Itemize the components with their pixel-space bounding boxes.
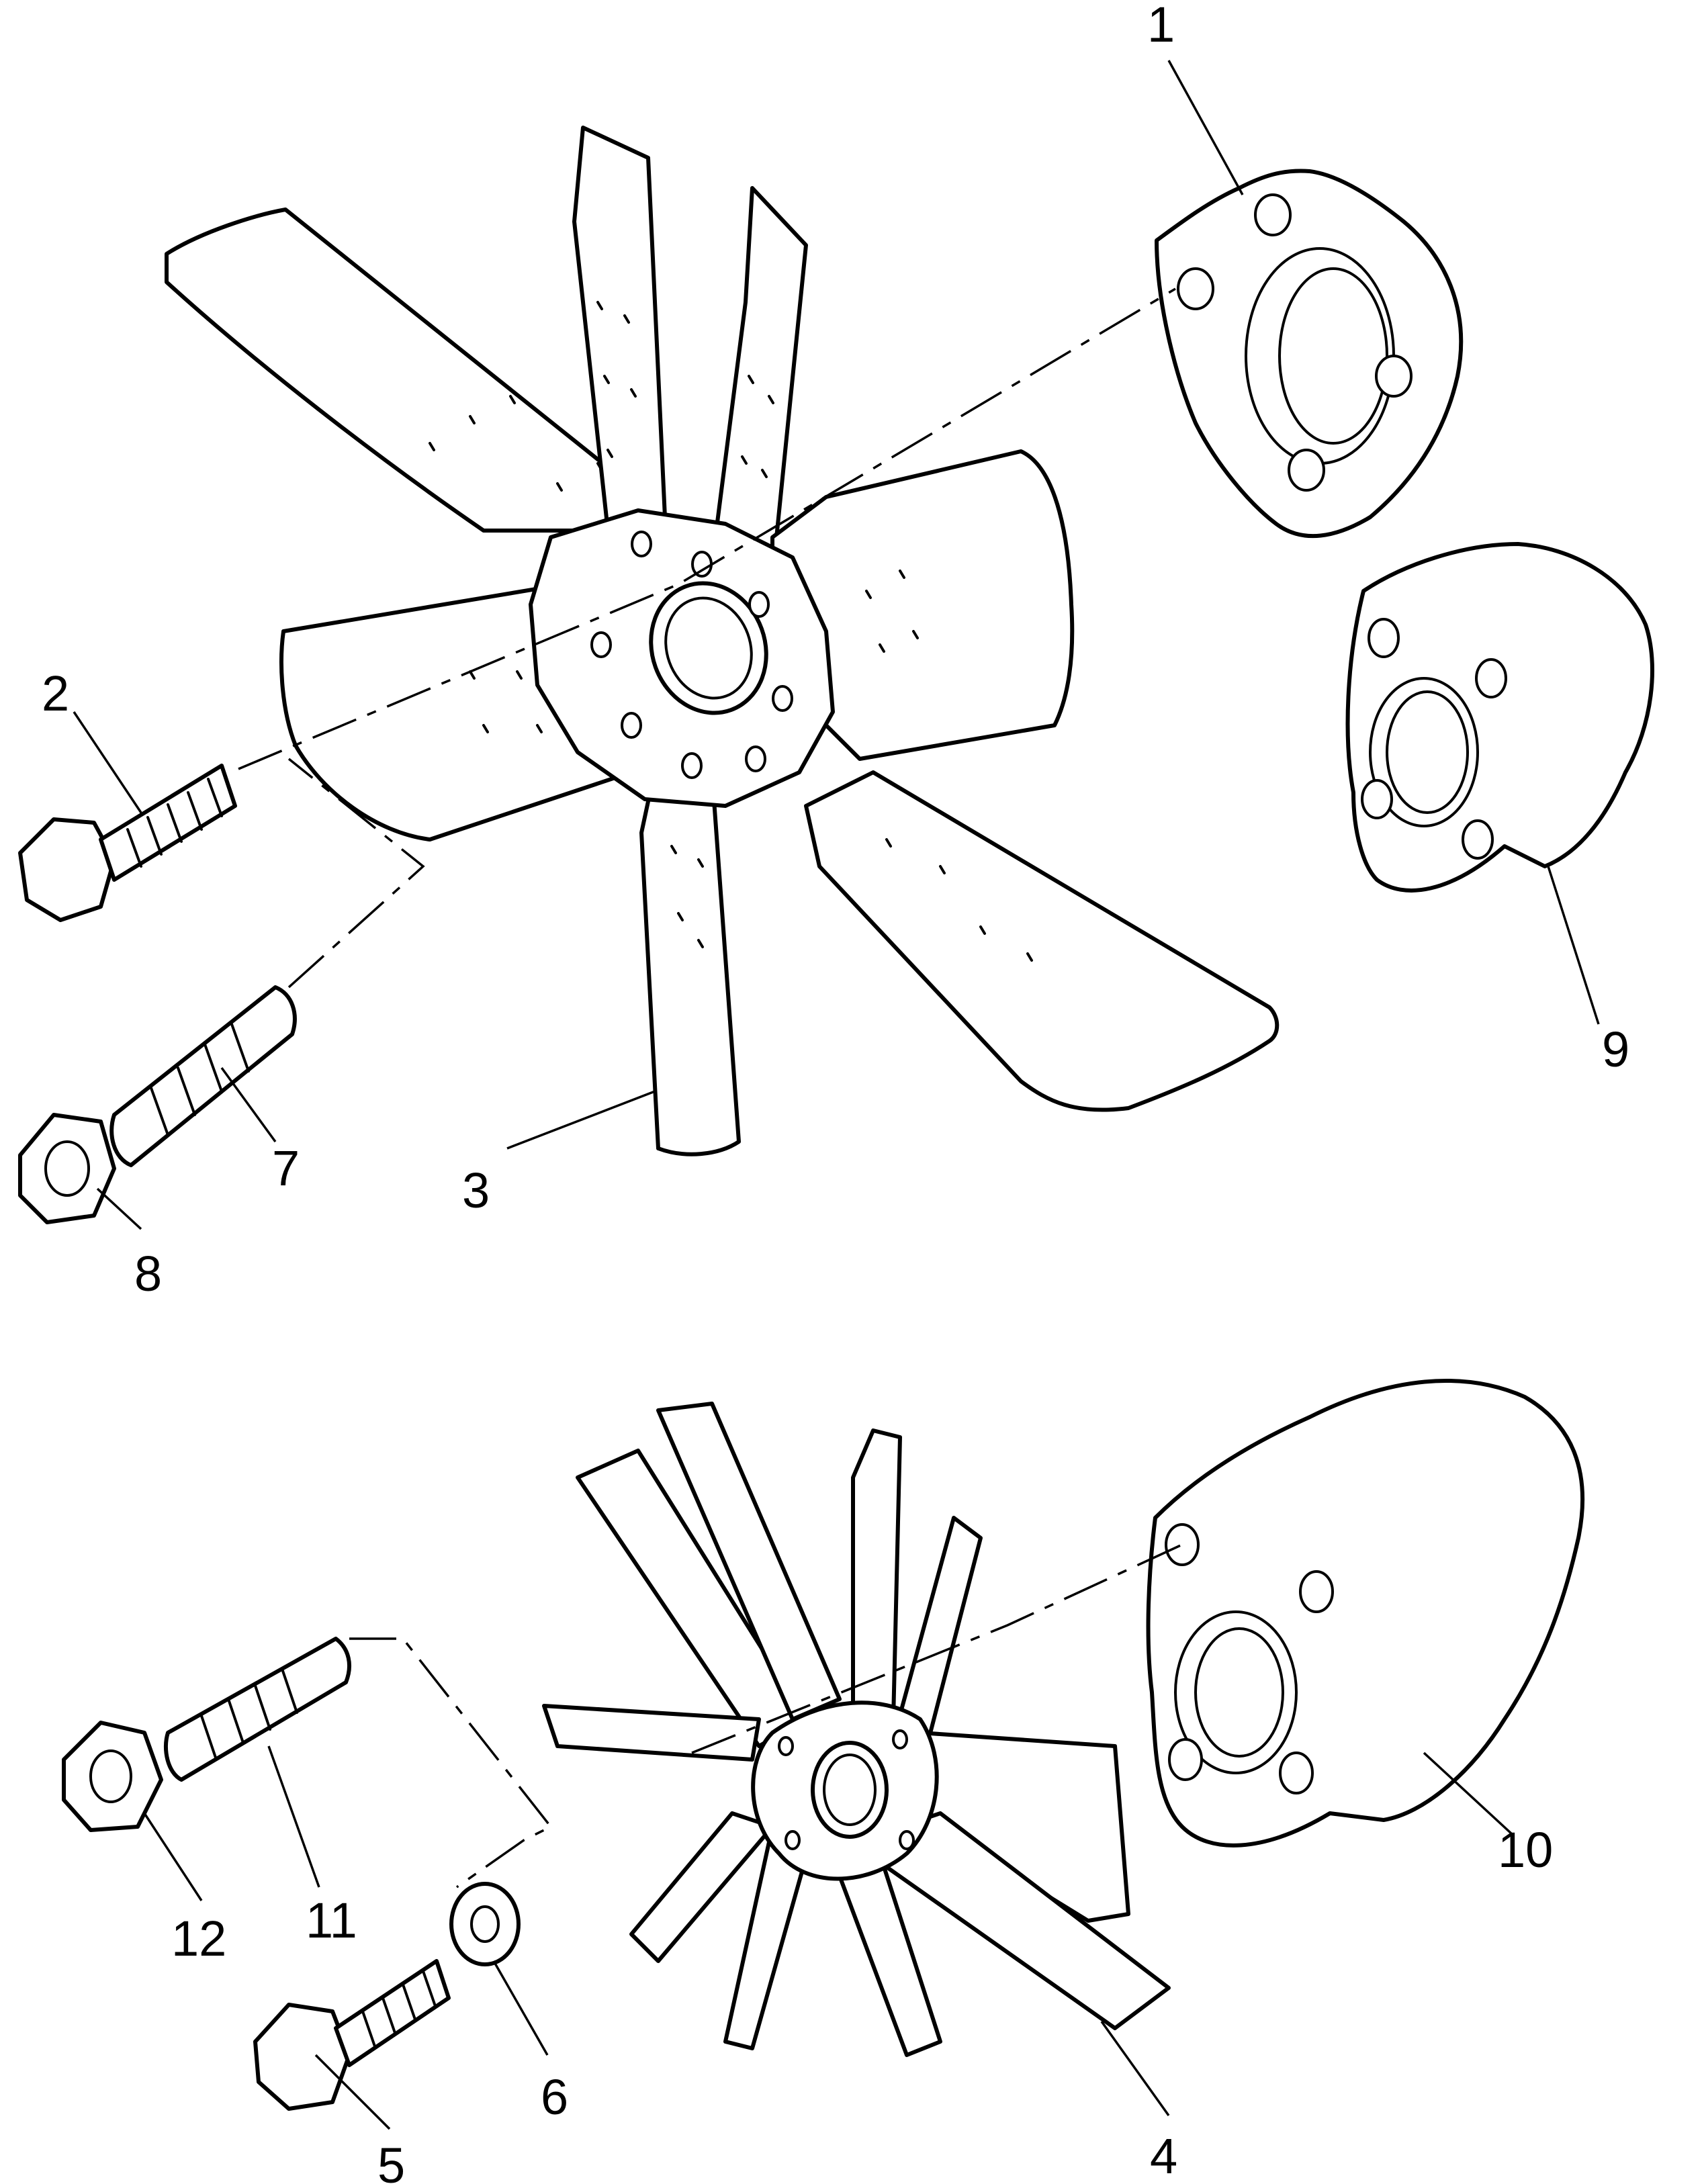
leader-11 — [267, 1745, 320, 1888]
spacer-long — [1146, 1379, 1584, 1848]
leader-4 — [1100, 2020, 1170, 2117]
leader-8 — [96, 1187, 142, 1230]
flange-nut-top — [18, 1113, 116, 1224]
center-line-top-2 — [287, 758, 425, 989]
leader-12 — [143, 1813, 203, 1901]
center-line-bottom-2 — [349, 1637, 553, 1889]
callout-8: 8 — [134, 1246, 162, 1302]
leader-2 — [73, 711, 142, 813]
flange-nut-bottom — [62, 1721, 163, 1832]
callout-11: 11 — [306, 1893, 357, 1948]
callout-10: 10 — [1498, 1822, 1553, 1878]
callout-5: 5 — [377, 2138, 405, 2184]
callout-6: 6 — [541, 2069, 568, 2125]
callout-4: 4 — [1150, 2128, 1177, 2184]
stud-top — [109, 985, 297, 1167]
callout-3: 3 — [462, 1163, 490, 1218]
callout-1: 1 — [1147, 0, 1175, 52]
callout-9: 9 — [1602, 1021, 1629, 1077]
leader-9 — [1547, 866, 1600, 1025]
stud-bottom — [164, 1637, 351, 1782]
fan-blade-multi-blade — [542, 1402, 1171, 2057]
callout-2: 2 — [42, 666, 69, 721]
adapter-plate — [1155, 169, 1464, 539]
flange-bolt-top — [18, 764, 237, 922]
washer — [449, 1882, 521, 1966]
leader-5 — [314, 2054, 391, 2130]
callout-12: 12 — [171, 1911, 226, 1966]
leader-10 — [1423, 1751, 1513, 1835]
spacer-short — [1345, 542, 1654, 893]
fan-blade-six-blade — [165, 126, 1280, 1156]
leader-1 — [1167, 60, 1244, 195]
center-line-bottom-1 — [691, 1543, 1183, 1754]
leader-7 — [220, 1066, 277, 1143]
flange-bolt-bottom — [253, 1959, 451, 2111]
leader-6 — [492, 1960, 549, 2056]
leader-3 — [506, 1090, 656, 1150]
callout-7: 7 — [272, 1140, 300, 1196]
